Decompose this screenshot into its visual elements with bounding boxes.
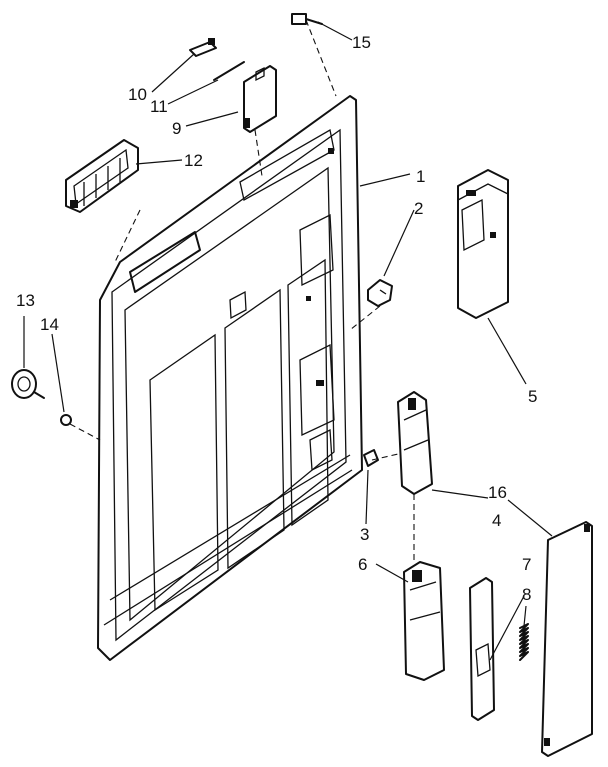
callout-13: 13	[16, 291, 35, 310]
alignment-lines	[69, 19, 415, 560]
stud	[363, 449, 379, 467]
vent-cover	[243, 65, 277, 133]
callout-3: 3	[360, 525, 369, 544]
hinge-bracket	[367, 279, 393, 307]
callout-labels: 15 10 11 9 12 1 2 5 13 14 3 16 4 6 7 8	[16, 33, 537, 604]
callout-15: 15	[352, 33, 371, 52]
door-handle	[65, 139, 139, 213]
callout-16: 16	[488, 483, 507, 502]
detergent-dispenser	[457, 169, 509, 319]
callout-6: 6	[358, 555, 367, 574]
callout-4: 4	[492, 511, 501, 530]
callout-5: 5	[528, 387, 537, 406]
clip-and-pin	[189, 38, 245, 81]
latch-housing	[403, 561, 445, 681]
callout-11: 11	[150, 97, 168, 116]
door-latch	[397, 391, 433, 495]
callout-10: 10	[128, 85, 147, 104]
callout-7: 7	[522, 555, 531, 574]
latch-cover-panel	[541, 521, 593, 757]
inner-door-panel	[97, 95, 363, 661]
callout-9: 9	[172, 119, 181, 138]
callout-12: 12	[184, 151, 203, 170]
callout-14: 14	[40, 315, 59, 334]
callout-8: 8	[522, 585, 531, 604]
leader-lines	[23, 21, 553, 661]
switch-plate	[469, 577, 495, 721]
spring	[519, 623, 529, 661]
knob-and-washer	[11, 369, 72, 426]
callout-2: 2	[414, 199, 423, 218]
callout-1: 1	[416, 167, 425, 186]
